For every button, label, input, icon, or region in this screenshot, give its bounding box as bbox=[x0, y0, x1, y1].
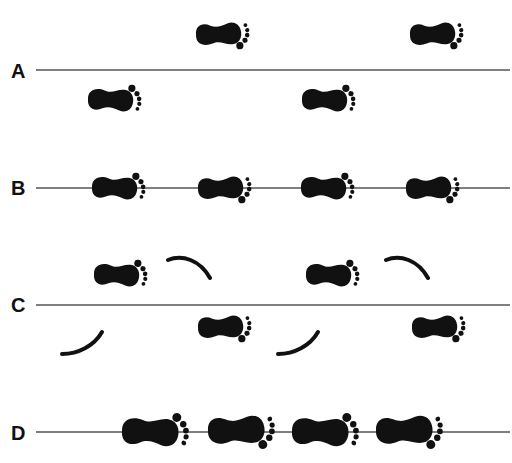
row-label: C bbox=[11, 295, 25, 315]
row-d-footprints bbox=[121, 409, 444, 453]
walk-line bbox=[36, 70, 510, 432]
row-label: A bbox=[11, 61, 25, 81]
row-label: D bbox=[11, 423, 25, 443]
row-label: B bbox=[11, 178, 25, 198]
row-c-footprints bbox=[62, 257, 467, 354]
row-a-footprints bbox=[87, 21, 464, 113]
row-b-footprints bbox=[91, 170, 460, 206]
